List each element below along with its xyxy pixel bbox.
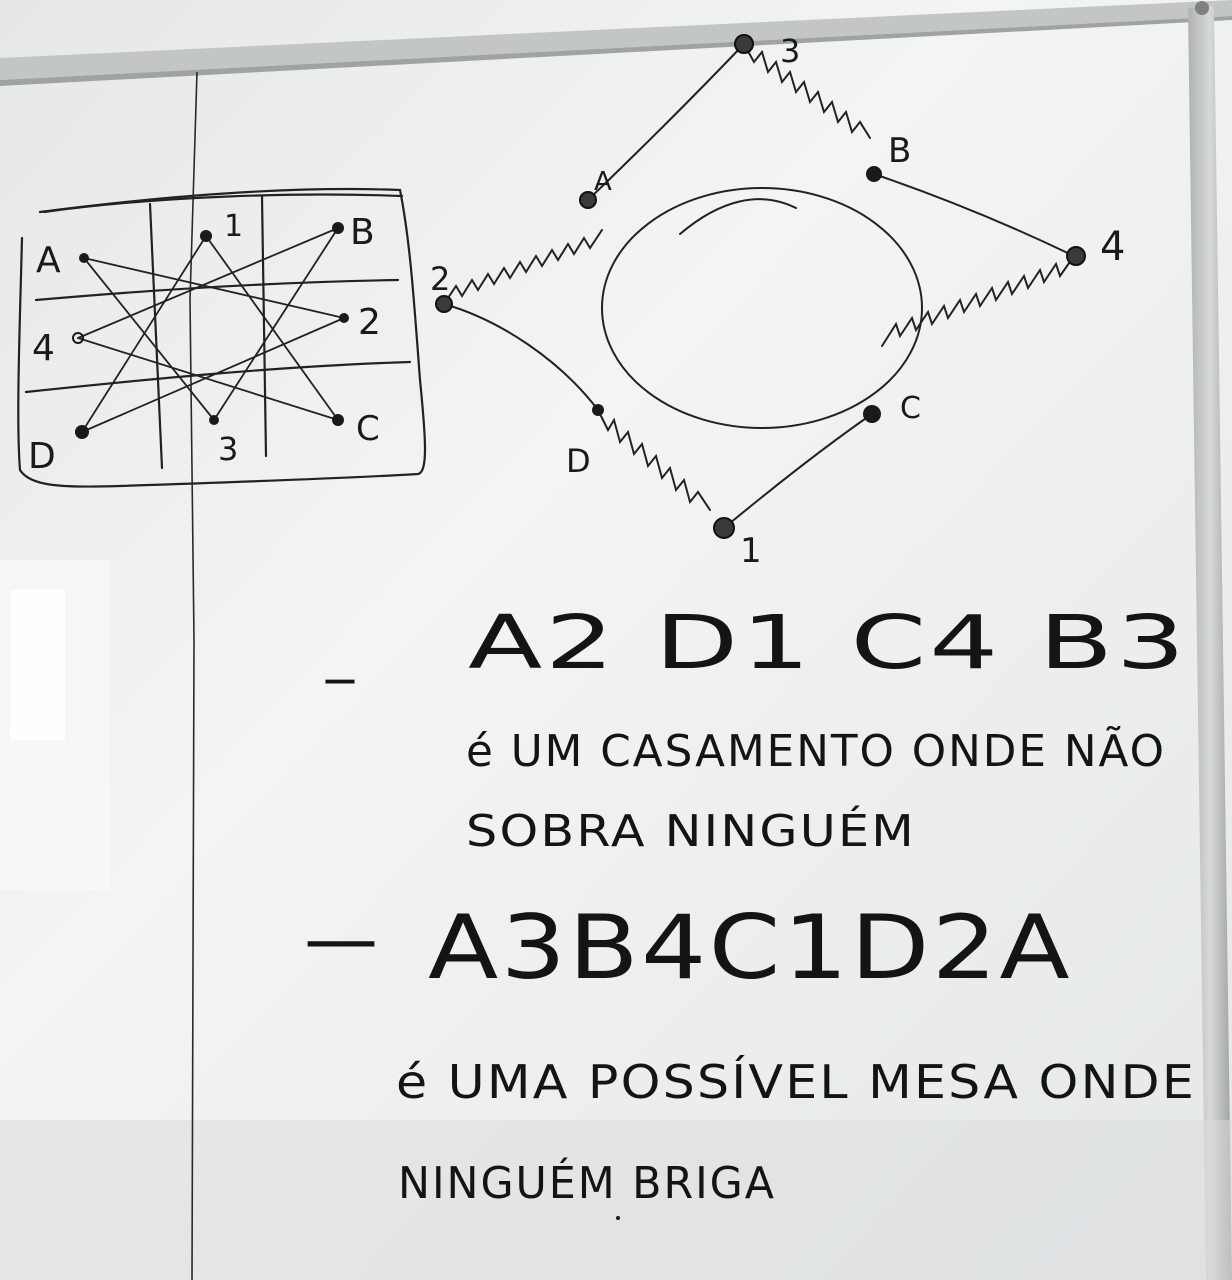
board-frame-right (1188, 6, 1232, 1280)
circle-overstroke (679, 198, 797, 235)
table-label-4: 4 (32, 328, 55, 369)
edge-a-2 (83, 257, 345, 319)
table-label-2: 2 (358, 302, 381, 343)
divider-line (189, 71, 198, 1280)
grid-v1 (148, 202, 164, 470)
table-circle (601, 187, 923, 429)
spring-2-a (443, 229, 603, 305)
node-c (332, 414, 344, 426)
note-4-dash: — (304, 896, 380, 982)
cycle-label-a: A (594, 167, 612, 197)
node-3 (209, 415, 219, 425)
edge-2-d (443, 303, 599, 411)
edge-b-4 (873, 173, 1075, 257)
note-2-text: é UM CASAMENTO ONDE NÃO (466, 725, 1166, 777)
cycle-label-4: 4 (1100, 224, 1125, 270)
cycle-label-c: C (900, 391, 921, 426)
note-1-dash: _ (325, 619, 356, 684)
node-2 (339, 313, 349, 323)
grid-h1 (34, 278, 400, 302)
cycle-graph (443, 43, 1075, 529)
window-glare (10, 590, 65, 740)
node-1-cycle (713, 517, 735, 539)
table-label-c: C (356, 409, 380, 449)
board-frame-top (0, 0, 1232, 80)
node-a-cycle (579, 191, 597, 209)
edge-d-1 (81, 235, 207, 433)
cycle-labels: 3 B 4 C 1 D 2 A (430, 32, 1125, 571)
table-label-a: A (36, 240, 61, 281)
table-graph (17, 187, 427, 488)
note-3-text: SOBRA NINGUÉM (466, 804, 916, 857)
node-c-cycle (863, 405, 881, 423)
edge-4-b (77, 227, 339, 339)
edge-a-3-cycle (587, 43, 745, 201)
notes: _ A2 D1 C4 B3 é UM CASAMENTO ONDE NÃO SO… (304, 600, 1196, 1220)
table-outline (17, 187, 427, 488)
edge-4-c (77, 337, 339, 421)
table-labels: A 4 D 1 3 B 2 C (28, 209, 381, 477)
marker-dot (616, 1216, 620, 1220)
note-1-text: A2 D1 C4 B3 (468, 600, 1188, 686)
edge-c-1 (723, 413, 873, 529)
spring-4-c (881, 255, 1075, 347)
node-d (75, 425, 89, 439)
node-1 (200, 230, 212, 242)
node-d-cycle (592, 404, 604, 416)
table-label-1: 1 (224, 209, 243, 244)
cycle-nodes (435, 34, 1086, 539)
table-stroke-top (42, 193, 404, 214)
node-4-cycle (1066, 246, 1086, 266)
table-label-b: B (350, 212, 375, 253)
node-b-cycle (866, 166, 882, 182)
node-3-cycle (734, 34, 754, 54)
table-label-d: D (28, 436, 56, 477)
cycle-label-2: 2 (430, 260, 450, 298)
grid-v2 (260, 194, 268, 458)
frame-screw (1195, 1, 1209, 15)
edge-a-3 (83, 257, 215, 421)
cycle-label-3: 3 (780, 32, 800, 70)
note-6-text: NINGUÉM BRIGA (398, 1156, 776, 1209)
grid-h2 (24, 360, 412, 394)
edge-d-2 (81, 317, 345, 433)
table-nodes (72, 222, 349, 439)
spring-3-b (743, 43, 871, 139)
node-2-cycle (435, 295, 453, 313)
node-b (332, 222, 344, 234)
cycle-label-b: B (888, 131, 911, 171)
board-frame-top-shadow (0, 16, 1232, 86)
edge-1-c (205, 235, 339, 421)
node-4 (72, 332, 84, 344)
spring-d-1 (597, 409, 711, 511)
board-bottom-shadow (0, 1120, 1232, 1280)
table-label-3: 3 (218, 430, 238, 468)
node-a (79, 253, 89, 263)
edge-3-b (213, 227, 339, 421)
table-edges (77, 227, 345, 433)
note-4-text: A3B4C1D2A (428, 896, 1072, 999)
cycle-label-d: D (566, 442, 591, 480)
note-5-text: é UMA POSSÍVEL MESA ONDE (396, 1055, 1196, 1109)
cycle-label-1: 1 (740, 531, 762, 571)
